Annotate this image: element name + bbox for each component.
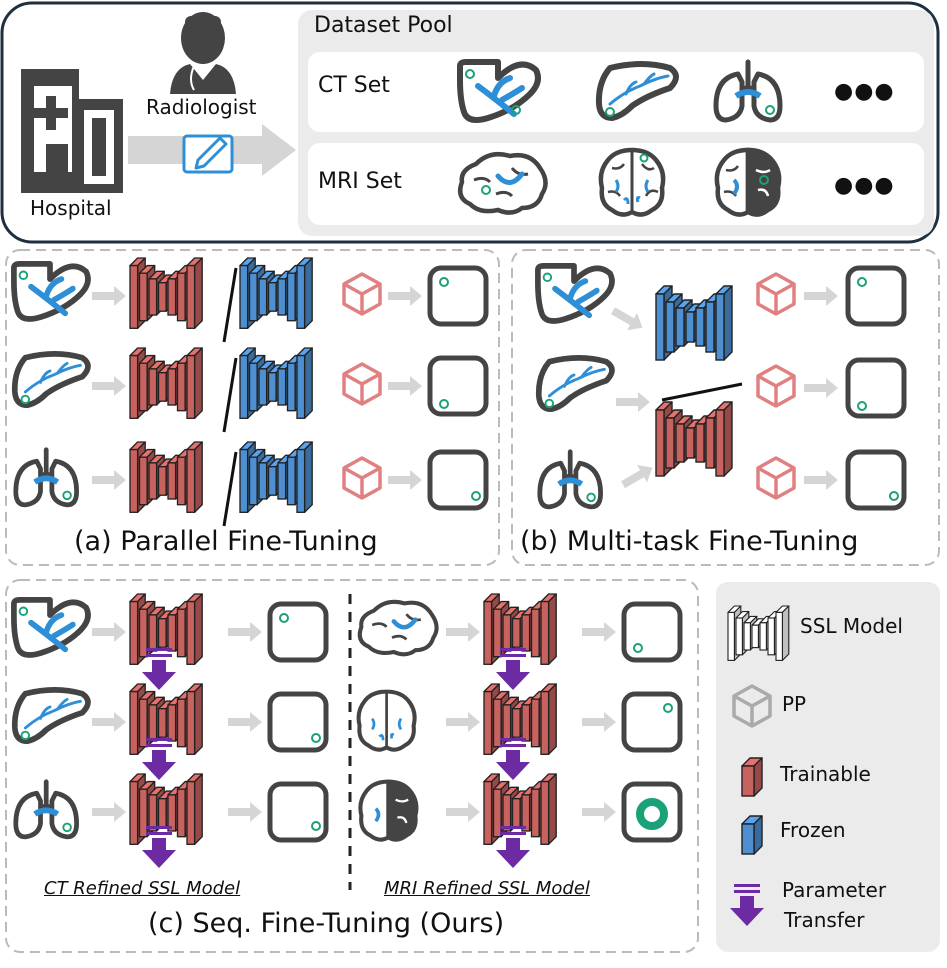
panel-b-divider	[661, 382, 743, 402]
panel-c-ct-transfer-1	[142, 648, 176, 690]
panel-a-trainable-model-2	[129, 347, 203, 419]
panel-c-ct-transfer-2	[142, 738, 176, 780]
mri-brain-top-icon	[598, 147, 666, 217]
panel-c-ct-model-3	[129, 773, 203, 845]
panel-a-frozen-model-2	[239, 347, 313, 419]
ct-lung-icon	[713, 59, 783, 123]
panel-a-trainable-model-1	[129, 257, 203, 329]
panel-b-frozen-model	[655, 285, 733, 361]
panel-b-prediction-3	[848, 452, 904, 508]
legend-trainable-icon	[741, 757, 763, 797]
panel-c-mri-model-2	[483, 683, 557, 755]
panel-a-organ-2	[15, 354, 88, 405]
panel-c-mri-prediction-1	[624, 604, 680, 660]
panel-c-ct-model-1	[129, 593, 203, 665]
panel-c-mri-organ-3	[358, 779, 419, 842]
panel-c-ct-prediction-3	[270, 784, 326, 840]
panel-a-prediction-1	[430, 268, 486, 324]
panel-c-ct-organ-3	[13, 779, 79, 840]
panel-a-prediction-3	[430, 452, 486, 508]
panel-c-mri-transfer-2	[496, 738, 530, 780]
legend-ssl-model-icon	[727, 605, 790, 661]
panel-c-ct-organ-1	[14, 600, 88, 655]
panel-c-ct-model-2	[129, 683, 203, 755]
panel-a-frozen-model-1	[239, 257, 313, 329]
panel-b-prediction-2	[848, 360, 904, 416]
panel-c-mri-organ-2	[356, 689, 417, 752]
hospital-icon	[21, 69, 123, 193]
panel-b-organ-3	[537, 449, 603, 510]
panel-a-organ-1	[14, 264, 88, 319]
ct-liver-icon	[460, 62, 538, 120]
panel-a-organ-3	[13, 447, 79, 508]
legend-frame	[716, 582, 940, 952]
panel-c-ct-prediction-1	[270, 604, 326, 660]
panel-c-ct-transfer-3	[142, 826, 176, 868]
panel-c-mri-transfer-3	[496, 826, 530, 868]
mri-brain-half-icon	[714, 147, 782, 217]
panel-b-organ-1	[538, 266, 612, 321]
panel-a-divider-1	[222, 267, 238, 343]
panel-a-divider-3	[222, 451, 238, 527]
ct-pancreas-icon	[599, 64, 676, 118]
panel-c-mri-prediction-2	[624, 694, 680, 750]
panel-c-mri-organ-1	[357, 599, 439, 657]
panel-a-frozen-model-3	[239, 441, 313, 513]
panel-b-organ-2	[539, 358, 612, 409]
panel-b-prediction-1	[848, 268, 904, 324]
panel-c-mri-model-3	[483, 773, 557, 845]
panel-c-mri-transfer-1	[496, 648, 530, 690]
mri-brain-side-icon	[458, 152, 548, 215]
panel-c-ct-organ-2	[15, 690, 88, 741]
panel-a-prediction-2	[430, 358, 486, 414]
doctor-icon	[170, 12, 236, 94]
legend-frozen-icon	[741, 815, 763, 855]
edit-pen-icon	[182, 134, 234, 174]
panel-b-trainable-model	[655, 401, 733, 477]
legend-transfer-icon	[730, 884, 764, 926]
legend-pp-icon	[732, 684, 772, 728]
panel-c-ct-prediction-2	[270, 694, 326, 750]
panel-c-mri-prediction-3	[624, 784, 680, 840]
panel-a-trainable-model-3	[129, 441, 203, 513]
panel-a-divider-2	[222, 357, 238, 433]
panel-c-mri-model-1	[483, 593, 557, 665]
